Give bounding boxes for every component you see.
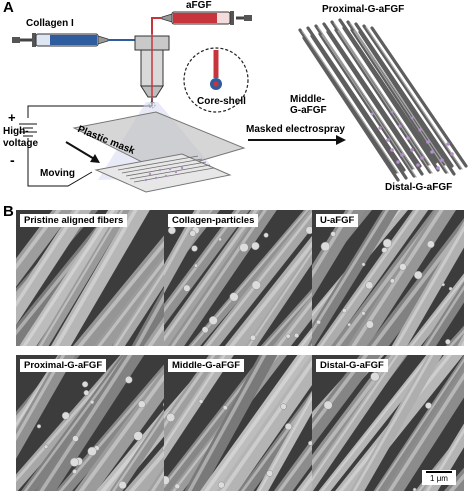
sem-image-pristine: Pristine aligned fibers: [16, 210, 168, 346]
sem-image-u-afgf: U-aFGF: [312, 210, 464, 346]
scale-bar: 1 μm: [422, 470, 456, 485]
plastic-mask: [72, 111, 246, 173]
sem-image-distal: Distal-G-aFGF 1 μm: [312, 355, 464, 491]
fiber-bundle: [298, 18, 468, 182]
sem-image-proximal: Proximal-G-aFGF: [16, 355, 168, 491]
afgf-label: aFGF: [186, 0, 212, 11]
distal-label: Distal-G-aFGF: [385, 182, 453, 193]
core-shell-inset: [183, 47, 249, 113]
process-arrow: [248, 135, 346, 145]
afgf-syringe: [151, 11, 252, 34]
moving-arrow: [65, 141, 100, 163]
moving-label: Moving: [40, 168, 75, 179]
sem-label: Collagen-particles: [168, 214, 259, 227]
scale-bar-label: 1 μm: [430, 474, 448, 483]
collagen-label: Collagen I: [26, 18, 74, 29]
panel-b-letter: B: [3, 203, 14, 220]
coaxial-nozzle: [134, 34, 170, 109]
collector-fibers: [117, 155, 215, 183]
collagen-syringe: [12, 33, 135, 47]
high-voltage-circuit: [19, 98, 153, 187]
sem-label: Middle-G-aFGF: [168, 359, 245, 372]
panel-a-letter: A: [3, 0, 14, 16]
sem-label: Proximal-G-aFGF: [20, 359, 107, 372]
middle-label: Middle- G-aFGF: [290, 94, 327, 116]
process-label: Masked electrospray: [246, 124, 345, 135]
sem-label: Distal-G-aFGF: [316, 359, 388, 372]
proximal-label: Proximal-G-aFGF: [322, 4, 405, 15]
high-voltage-label: High- voltage: [3, 126, 39, 149]
sem-label: Pristine aligned fibers: [20, 214, 128, 227]
sem-image-collagen: Collagen-particles: [164, 210, 316, 346]
minus-sign: -: [10, 152, 15, 168]
sem-image-middle: Middle-G-aFGF: [164, 355, 316, 491]
sem-label: U-aFGF: [316, 214, 359, 227]
plus-sign: +: [8, 110, 16, 125]
fiber-bundle-particles: [370, 110, 454, 170]
core-shell-label: Core-shell: [197, 96, 246, 107]
panel-a-schematic: [12, 11, 468, 193]
collector-particles: [144, 166, 184, 182]
